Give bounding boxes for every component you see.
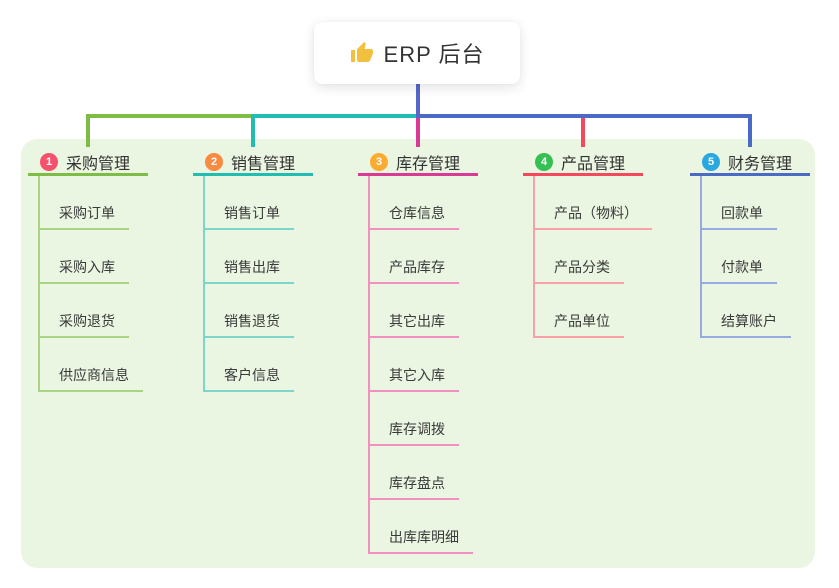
mindmap-sub-node[interactable]: 产品库存 — [370, 230, 459, 284]
branch-title-node[interactable]: 4 产品管理 — [523, 151, 643, 176]
thumbs-up-icon — [350, 41, 374, 65]
mindmap-sub-node[interactable]: 采购订单 — [40, 176, 129, 230]
branch-items: 销售订单销售出库销售退货客户信息 — [203, 176, 294, 392]
mindmap-sub-node[interactable]: 回款单 — [702, 176, 777, 230]
branch-items: 回款单付款单结算账户 — [700, 176, 791, 338]
mindmap-sub-node[interactable]: 产品（物料） — [535, 176, 652, 230]
branch-purchase: 1 采购管理 采购订单采购入库采购退货供应商信息 — [28, 151, 148, 392]
branch-number-badge: 4 — [535, 153, 553, 171]
branch-title-node[interactable]: 5 财务管理 — [690, 151, 810, 176]
branch-title-label: 销售管理 — [231, 156, 296, 173]
branch-inventory: 3 库存管理 仓库信息产品库存其它出库其它入库库存调拨库存盘点出库库明细 — [358, 151, 478, 554]
mindmap-sub-node[interactable]: 仓库信息 — [370, 176, 459, 230]
branch-title-node[interactable]: 3 库存管理 — [358, 151, 478, 176]
root-node-erp[interactable]: ERP 后台 — [314, 22, 520, 84]
mindmap-canvas-panel — [21, 139, 815, 568]
branch-product: 4 产品管理 产品（物料）产品分类产品单位 — [523, 151, 652, 338]
mindmap-sub-node[interactable]: 供应商信息 — [40, 338, 143, 392]
root-node-label: ERP 后台 — [383, 42, 485, 67]
mindmap-sub-node[interactable]: 销售出库 — [205, 230, 294, 284]
mindmap-sub-node[interactable]: 销售订单 — [205, 176, 294, 230]
branch-title-label: 产品管理 — [561, 156, 626, 173]
branch-title-label: 采购管理 — [66, 156, 131, 173]
mindmap-sub-node[interactable]: 出库库明细 — [370, 500, 473, 554]
mindmap-sub-node[interactable]: 库存调拨 — [370, 392, 459, 446]
branch-finance: 5 财务管理 回款单付款单结算账户 — [690, 151, 810, 338]
mindmap-sub-node[interactable]: 产品单位 — [535, 284, 624, 338]
branch-sales: 2 销售管理 销售订单销售出库销售退货客户信息 — [193, 151, 313, 392]
mindmap-sub-node[interactable]: 产品分类 — [535, 230, 624, 284]
branch-items: 产品（物料）产品分类产品单位 — [533, 176, 652, 338]
branch-number-badge: 5 — [702, 153, 720, 171]
mindmap-sub-node[interactable]: 其它入库 — [370, 338, 459, 392]
branch-number-badge: 2 — [205, 153, 223, 171]
mindmap-sub-node[interactable]: 结算账户 — [702, 284, 791, 338]
branch-title-label: 财务管理 — [728, 156, 793, 173]
mindmap-sub-node[interactable]: 采购退货 — [40, 284, 129, 338]
mindmap-sub-node[interactable]: 其它出库 — [370, 284, 459, 338]
mindmap-sub-node[interactable]: 客户信息 — [205, 338, 294, 392]
branch-number-badge: 3 — [370, 153, 388, 171]
mindmap-sub-node[interactable]: 销售退货 — [205, 284, 294, 338]
mindmap-sub-node[interactable]: 付款单 — [702, 230, 777, 284]
branch-title-label: 库存管理 — [396, 156, 461, 173]
branch-items: 采购订单采购入库采购退货供应商信息 — [38, 176, 143, 392]
mindmap-sub-node[interactable]: 库存盘点 — [370, 446, 459, 500]
branch-title-node[interactable]: 1 采购管理 — [28, 151, 148, 176]
mindmap-sub-node[interactable]: 采购入库 — [40, 230, 129, 284]
branch-title-node[interactable]: 2 销售管理 — [193, 151, 313, 176]
branch-number-badge: 1 — [40, 153, 58, 171]
branch-items: 仓库信息产品库存其它出库其它入库库存调拨库存盘点出库库明细 — [368, 176, 473, 554]
